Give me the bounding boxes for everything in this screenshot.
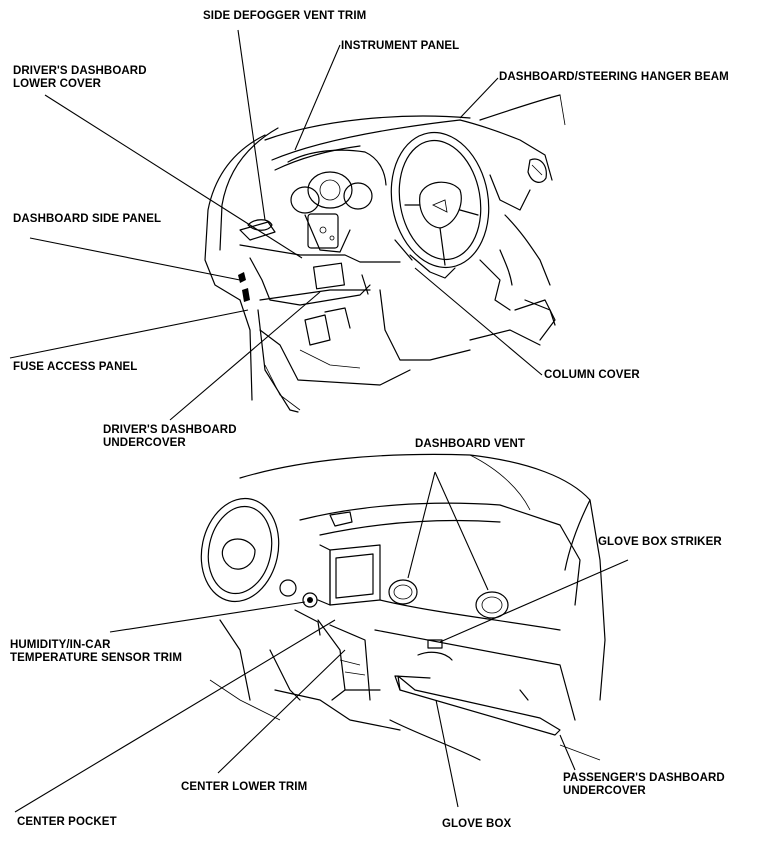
label-drivers-dashboard-lower-cover-line1: DRIVER'S DASHBOARD — [13, 65, 147, 77]
bottom-leader-lines — [14, 471, 629, 813]
glove-box-shape — [397, 675, 561, 736]
leader-side-defogger — [237, 29, 266, 221]
label-humidity-sensor-trim-line1: HUMIDITY/IN-CAR — [10, 639, 111, 651]
label-dashboard-steering-hanger-beam: DASHBOARD/STEERING HANGER BEAM — [499, 71, 729, 83]
passenger-side-illustration — [200, 453, 606, 761]
label-side-defogger-vent-trim: SIDE DEFOGGER VENT TRIM — [203, 10, 366, 22]
label-fuse-access-panel: FUSE ACCESS PANEL — [13, 361, 137, 373]
driver-side-illustration — [204, 94, 566, 413]
labels: SIDE DEFOGGER VENT TRIM INSTRUMENT PANEL… — [10, 10, 729, 830]
label-dashboard-vent: DASHBOARD VENT — [415, 438, 525, 450]
leader-glove-striker — [439, 559, 629, 643]
label-drivers-dashboard-undercover-line2: UNDERCOVER — [103, 437, 186, 449]
label-humidity-sensor-trim-line2: TEMPERATURE SENSOR TRIM — [10, 652, 182, 664]
top-leader-lines — [9, 29, 543, 421]
leader-center-lower-trim — [217, 649, 346, 774]
label-passengers-dashboard-undercover-line2: UNDERCOVER — [563, 785, 646, 797]
label-center-lower-trim: CENTER LOWER TRIM — [181, 781, 307, 793]
leader-side-panel — [29, 237, 241, 281]
label-drivers-dashboard-undercover-line1: DRIVER'S DASHBOARD — [103, 424, 237, 436]
leader-passenger-undercover — [559, 734, 576, 771]
leader-undercover — [169, 291, 321, 421]
leader-humidity — [109, 601, 306, 633]
leader-fuse-access — [9, 309, 249, 359]
label-dashboard-side-panel: DASHBOARD SIDE PANEL — [13, 213, 161, 225]
leader-vent-1 — [407, 471, 436, 579]
leader-instrument-panel — [294, 44, 341, 151]
label-instrument-panel: INSTRUMENT PANEL — [341, 40, 459, 52]
label-column-cover: COLUMN COVER — [544, 369, 640, 381]
leader-center-pocket — [14, 619, 336, 813]
label-passengers-dashboard-undercover-line1: PASSENGER'S DASHBOARD — [563, 772, 725, 784]
leader-lower-cover — [44, 94, 303, 259]
leader-hanger-beam — [459, 77, 499, 119]
label-glove-box: GLOVE BOX — [442, 818, 512, 830]
label-center-pocket: CENTER POCKET — [17, 816, 117, 828]
label-drivers-dashboard-lower-cover-line2: LOWER COVER — [13, 78, 102, 90]
leader-glove-box — [435, 699, 459, 808]
leader-column-cover — [414, 267, 543, 376]
label-glove-box-striker: GLOVE BOX STRIKER — [598, 536, 722, 548]
leader-vent-2 — [434, 471, 489, 591]
